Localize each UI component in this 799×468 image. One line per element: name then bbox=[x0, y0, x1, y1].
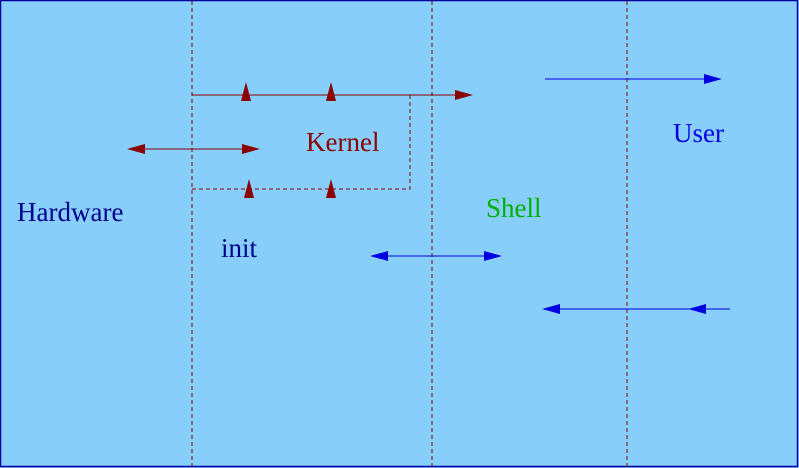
init-up-arrow-1 bbox=[244, 179, 254, 198]
kernel-arrowheads bbox=[127, 82, 473, 198]
kernel-top-arrow-right bbox=[455, 90, 473, 100]
hardware-link-arrow-right bbox=[242, 144, 260, 154]
user-bottom-arrow-left-1 bbox=[542, 304, 560, 314]
column-dividers bbox=[191, 1, 628, 467]
kernel-region bbox=[140, 94, 458, 190]
user-label: User bbox=[673, 118, 724, 148]
kernel-dashed-box bbox=[192, 95, 411, 190]
hardware-link-arrow-left bbox=[127, 144, 145, 154]
user-bottom-arrow-left-2 bbox=[688, 304, 706, 314]
user-arrows bbox=[384, 78, 730, 310]
hardware-label: Hardware bbox=[17, 197, 123, 227]
init-up-arrow-2 bbox=[326, 179, 336, 198]
shell-label: Shell bbox=[486, 193, 542, 223]
shell-kernel-arrow-left bbox=[370, 251, 388, 261]
user-top-arrow-right bbox=[704, 74, 722, 84]
user-arrowheads bbox=[370, 74, 722, 314]
init-label: init bbox=[221, 233, 258, 263]
kernel-label: Kernel bbox=[306, 127, 379, 157]
shell-kernel-arrow-right bbox=[484, 251, 502, 261]
kernel-up-arrow-2 bbox=[326, 82, 336, 101]
kernel-up-arrow-1 bbox=[241, 82, 251, 101]
